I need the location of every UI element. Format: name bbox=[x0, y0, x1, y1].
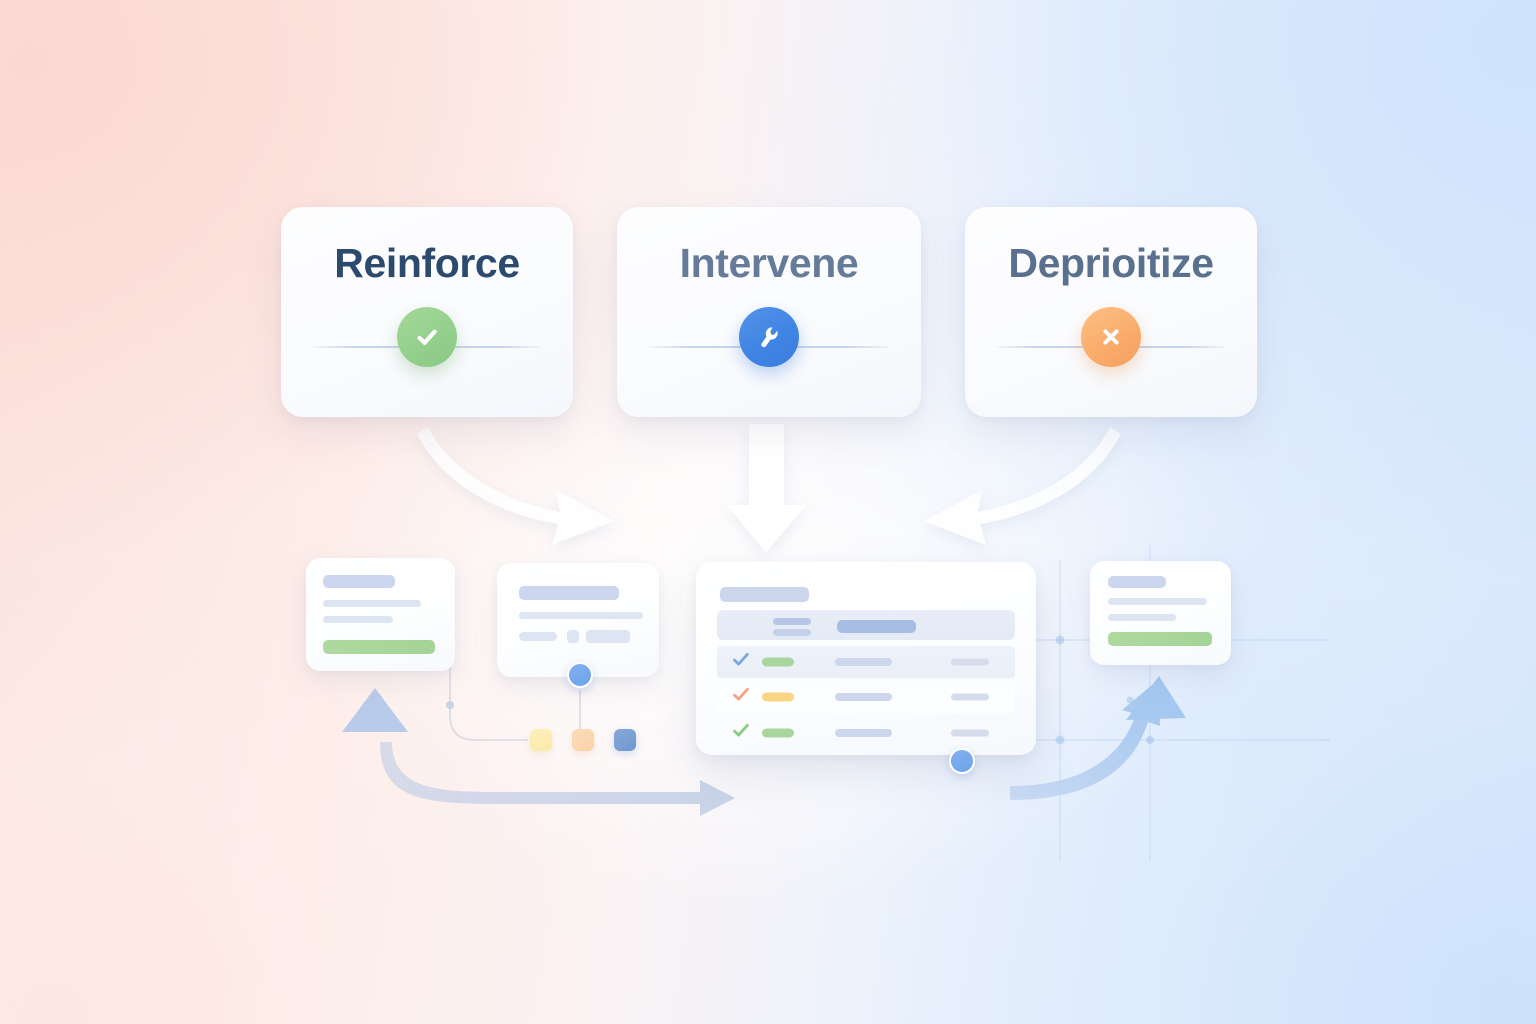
decision-card-title: Deprioitize bbox=[1008, 240, 1214, 286]
header-column-bar bbox=[837, 620, 916, 633]
decision-card-title: Intervene bbox=[679, 240, 859, 286]
placeholder-line bbox=[323, 600, 421, 607]
results-table-panel[interactable] bbox=[696, 562, 1036, 755]
cell-bar bbox=[835, 658, 892, 666]
cell-bar bbox=[835, 693, 892, 701]
placeholder-title-bar bbox=[519, 586, 619, 600]
table-row[interactable] bbox=[717, 646, 1015, 678]
check-icon bbox=[731, 650, 751, 675]
cell-bar-secondary bbox=[951, 693, 989, 701]
placeholder-line-short bbox=[1108, 614, 1176, 621]
decision-card-reinforce[interactable]: Reinforce bbox=[281, 207, 573, 417]
content-card-mid[interactable] bbox=[497, 563, 659, 677]
decision-card-row: Reinforce Intervene Deprioitize bbox=[0, 207, 1536, 422]
node-dot-mid-card[interactable] bbox=[567, 662, 593, 688]
connector-square-peach[interactable] bbox=[572, 729, 594, 751]
node-dot-table[interactable] bbox=[949, 748, 975, 774]
arrow-reinforce-to-table bbox=[417, 427, 614, 545]
header-label-bar-top bbox=[773, 618, 811, 625]
content-card-left[interactable] bbox=[306, 558, 455, 671]
cell-bar-secondary bbox=[951, 658, 989, 666]
table-title-placeholder bbox=[720, 587, 809, 602]
placeholder-title-bar bbox=[1108, 576, 1166, 588]
connector-square-blue[interactable] bbox=[614, 729, 636, 751]
decision-card-intervene[interactable]: Intervene bbox=[617, 207, 921, 417]
decision-card-deprioitize[interactable]: Deprioitize bbox=[965, 207, 1257, 417]
placeholder-line-short bbox=[323, 616, 393, 623]
table-row[interactable] bbox=[717, 717, 1015, 749]
feedback-arrow-right-up bbox=[1010, 676, 1186, 800]
check-icon bbox=[731, 721, 751, 746]
placeholder-chip bbox=[567, 630, 579, 643]
cell-bar bbox=[835, 729, 892, 737]
connector-square-yellow[interactable] bbox=[530, 729, 552, 751]
arrow-deprioitize-to-table bbox=[924, 427, 1121, 545]
status-pill-green bbox=[762, 728, 794, 738]
check-icon bbox=[731, 685, 751, 710]
cell-bar-secondary bbox=[951, 729, 989, 737]
placeholder-line-short bbox=[519, 632, 557, 641]
status-pill-green bbox=[762, 657, 794, 667]
decision-card-title: Reinforce bbox=[334, 240, 520, 286]
feedback-arrow-left bbox=[342, 688, 735, 816]
placeholder-title-bar bbox=[323, 575, 395, 588]
status-bar-green bbox=[1108, 632, 1212, 646]
placeholder-line bbox=[1108, 598, 1207, 605]
close-circle-icon bbox=[1081, 307, 1141, 367]
check-circle-icon bbox=[397, 307, 457, 367]
placeholder-block bbox=[586, 630, 630, 643]
status-bar-green bbox=[323, 640, 435, 654]
placeholder-line bbox=[519, 612, 643, 619]
wrench-circle-icon bbox=[739, 307, 799, 367]
content-card-right[interactable] bbox=[1090, 561, 1231, 665]
table-row[interactable] bbox=[717, 681, 1015, 713]
table-header-row bbox=[717, 610, 1015, 640]
header-label-bar-bottom bbox=[773, 629, 811, 636]
status-pill-yellow bbox=[762, 692, 794, 702]
arrow-intervene-to-table bbox=[727, 424, 806, 553]
